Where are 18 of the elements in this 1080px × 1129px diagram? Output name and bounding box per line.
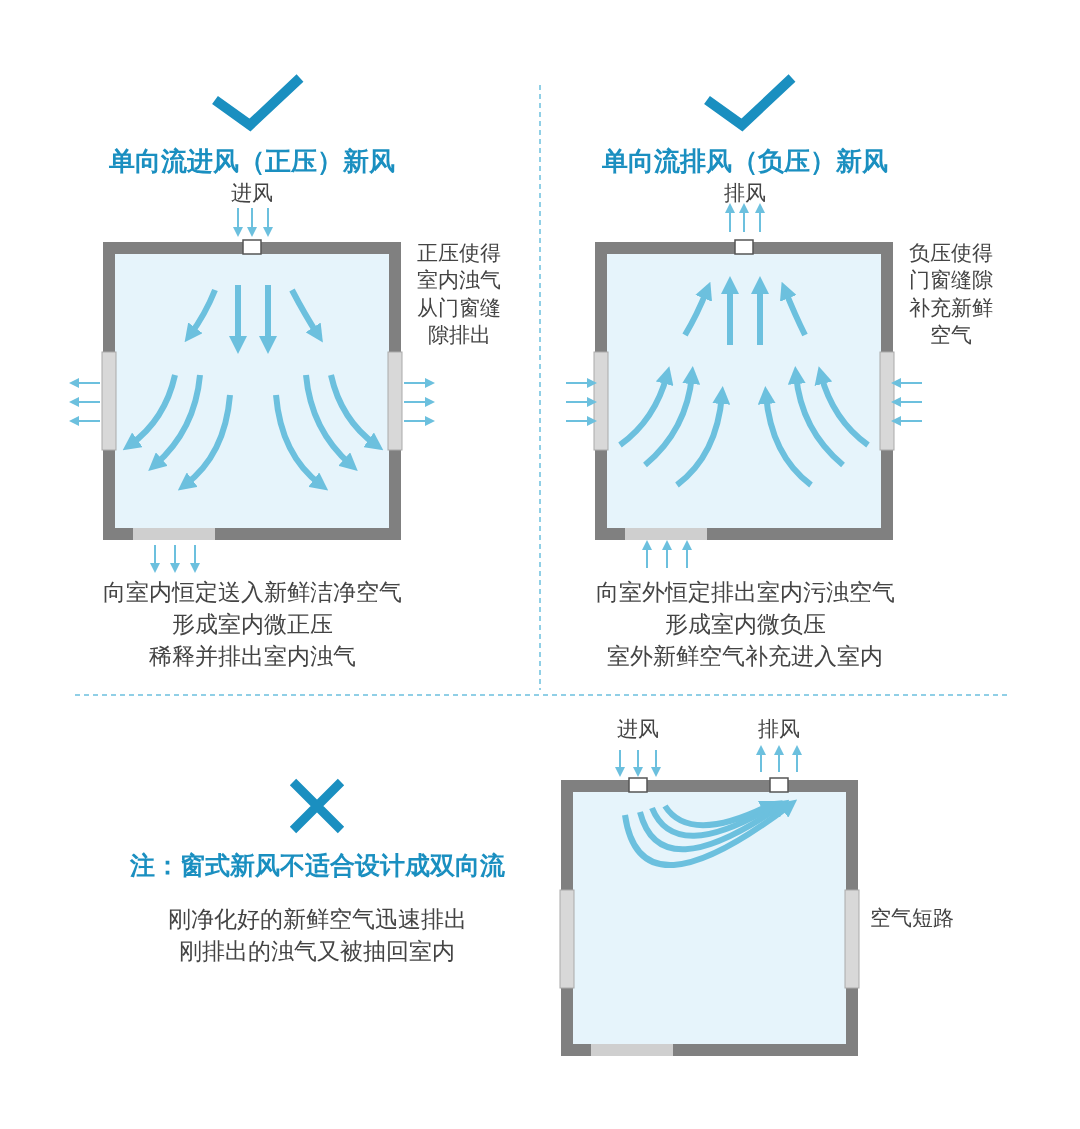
warning-title: 注：窗式新风不适合设计成双向流 xyxy=(129,850,505,882)
caption-text: 稀释并排出室内浊气 xyxy=(148,642,356,671)
airflow-label: 进风 xyxy=(231,180,273,207)
caption-text: 室外新鲜空气补充进入室内 xyxy=(607,642,883,671)
section-title: 单向流进风（正压）新风 xyxy=(109,145,395,178)
airflow-label: 排风 xyxy=(724,180,766,207)
note-text: 空气短路 xyxy=(870,905,954,932)
section-title: 单向流排风（负压）新风 xyxy=(602,145,888,178)
caption-text: 刚排出的浊气又被抽回室内 xyxy=(179,937,455,966)
note-text: 正压使得室内浊气从门窗缝隙排出 xyxy=(416,240,502,349)
caption-text: 刚净化好的新鲜空气迅速排出 xyxy=(167,905,467,934)
airflow-label: 进风 xyxy=(617,716,659,743)
note-text: 负压使得门窗缝隙补充新鲜空气 xyxy=(908,240,994,349)
caption-text: 向室外恒定排出室内污浊空气 xyxy=(595,578,895,607)
caption-text: 形成室内微负压 xyxy=(664,610,826,639)
caption-text: 形成室内微正压 xyxy=(171,610,333,639)
airflow-label: 排风 xyxy=(758,716,800,743)
caption-text: 向室内恒定送入新鲜洁净空气 xyxy=(102,578,402,607)
